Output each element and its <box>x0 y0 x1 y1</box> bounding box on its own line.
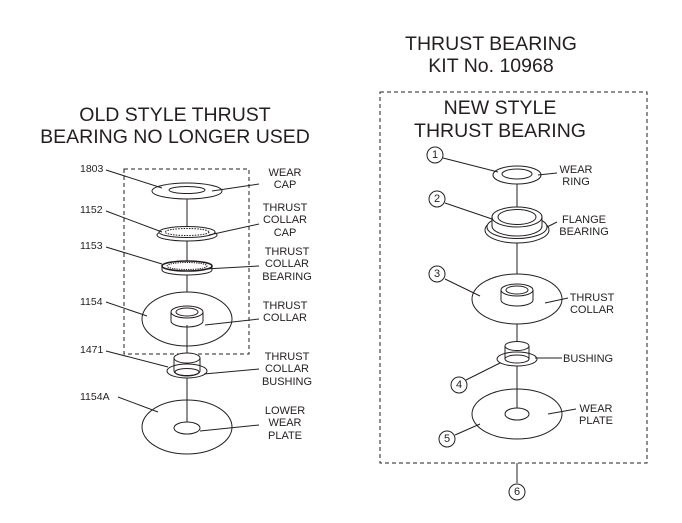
part-number-1154: 1154 <box>80 296 103 308</box>
leader-1154a <box>117 396 159 413</box>
kit-title-line-1: THRUST BEARING <box>405 33 577 55</box>
leader-1471 <box>105 350 169 368</box>
leader-1153 <box>105 246 163 265</box>
leader-wear-plate <box>547 408 577 415</box>
leader-1154 <box>105 301 148 317</box>
leader-new-thrust-collar <box>544 297 569 304</box>
part-number-1803: 1803 <box>80 163 104 175</box>
part-number-1471: 1471 <box>80 344 104 356</box>
part-number-1154a: 1154A <box>80 391 110 403</box>
label-lower-wear-plate: LOWER WEAR PLATE <box>264 405 306 442</box>
label-thrust-collar: THRUST COLLAR <box>262 300 308 325</box>
callout-number-5: 5 <box>443 433 451 445</box>
leader-wear-cap <box>211 183 260 192</box>
new-style-title-line-2: THRUST BEARING <box>414 120 586 142</box>
new-bushing-part <box>496 341 538 367</box>
old-style-title-line-1: OLD STYLE THRUST <box>79 104 271 126</box>
leader-thrust-collar <box>204 318 260 326</box>
leader-callout-1 <box>442 157 499 173</box>
label-thrust-collar-bearing: THRUST COLLAR BEARING <box>262 246 312 283</box>
callout-number-4: 4 <box>455 379 463 391</box>
old-style-assembly <box>105 168 260 455</box>
leader-lower-wear-plate <box>199 424 260 432</box>
leader-callout-2 <box>444 202 493 220</box>
new-thrust-collar-part <box>471 273 563 325</box>
new-style-assembly <box>379 91 648 501</box>
wear-cap-1803 <box>151 182 223 200</box>
label-new-thrust-collar: THRUST COLLAR <box>569 292 615 317</box>
callout-circle-1 <box>426 146 444 164</box>
callout-number-2: 2 <box>433 193 441 205</box>
old-style-title-line-2: BEARING NO LONGER USED <box>40 126 310 148</box>
callout-circle-5 <box>438 430 456 448</box>
thrust-collar-cap-1152 <box>156 226 218 242</box>
lower-wear-plate-1154a <box>141 399 233 455</box>
label-bushing: BUSHING <box>563 353 614 365</box>
leader-1803 <box>105 169 163 189</box>
callout-circle-2 <box>428 190 446 208</box>
callout-number-1: 1 <box>431 149 439 161</box>
label-thrust-collar-bushing: THRUST COLLAR BUSHING <box>261 351 313 388</box>
thrust-collar-1154 <box>141 291 233 347</box>
flange-bearing-part <box>484 206 550 244</box>
label-wear-cap: WEAR CAP <box>268 167 302 192</box>
part-number-1152: 1152 <box>80 204 103 216</box>
wear-ring-part <box>492 165 542 185</box>
label-wear-plate: WEAR PLATE <box>578 403 614 428</box>
new-wear-plate-part <box>471 388 563 440</box>
callout-number-6: 6 <box>513 486 521 498</box>
leader-callout-5 <box>454 423 481 436</box>
new-style-dashed-box <box>379 91 648 464</box>
leader-flange-bearing <box>546 221 558 228</box>
callout-circle-6 <box>508 483 526 501</box>
leader-1152 <box>105 210 163 233</box>
thrust-collar-bushing-1471 <box>166 352 208 379</box>
label-flange-bearing: FLANGE BEARING <box>559 214 609 239</box>
callout-circle-3 <box>428 265 446 283</box>
leader-wear-ring <box>537 172 558 176</box>
callout-circle-4 <box>450 376 468 394</box>
part-number-1153: 1153 <box>80 240 103 252</box>
leader-callout-3 <box>444 278 481 297</box>
new-style-title-line-1: NEW STYLE <box>443 97 557 119</box>
label-wear-ring: WEAR RING <box>559 164 593 189</box>
label-thrust-collar-cap: THRUST COLLAR CAP <box>262 202 308 239</box>
kit-title-line-2: KIT No. 10968 <box>428 55 554 77</box>
leader-thrust-collar-bearing <box>204 265 260 270</box>
thrust-collar-bearing-1153 <box>161 260 213 276</box>
leader-thrust-collar-cap <box>208 223 260 236</box>
leader-callout-4 <box>465 362 501 381</box>
callout-number-3: 3 <box>433 268 441 280</box>
leader-thrust-collar-bushing <box>203 368 260 375</box>
